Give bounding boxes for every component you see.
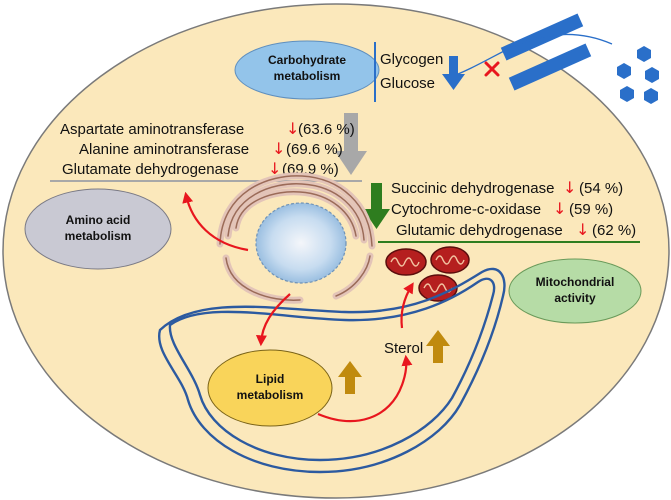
- gray-down-arrow-icon: [335, 113, 367, 175]
- sterol-label: Sterol: [384, 340, 423, 357]
- blocked-x-icon: [484, 61, 500, 77]
- sterol-to-mito-arrow: [400, 282, 414, 329]
- amino-enzyme-list: Aspartate aminotransferase ↓ (63.6 %) Al…: [60, 119, 355, 178]
- mito-enzyme-2-arrow: ↓: [553, 199, 566, 218]
- carbohydrate-node-label-1: Carbohydrate: [268, 53, 346, 67]
- mito-node-label-1: Mitochondrial: [536, 275, 615, 289]
- red-pathway-arrows: [182, 191, 414, 423]
- amino-enzyme-3-arrow: ↓: [268, 159, 281, 178]
- amino-node-label-1: Amino acid: [66, 213, 131, 227]
- amino-enzyme-1-name: Aspartate aminotransferase: [60, 121, 244, 138]
- mito-enzyme-list: Succinic dehydrogenase ↓ (54 %) Cytochro…: [391, 178, 636, 239]
- mito-enzyme-3-change: (62 %): [592, 222, 636, 239]
- mito-node-label-2: activity: [554, 291, 596, 305]
- mitochondria-icon: [385, 246, 470, 302]
- mitochondrial-node: [508, 258, 642, 324]
- lipid-node: [207, 349, 333, 427]
- mito-enzyme-1-name: Succinic dehydrogenase: [391, 180, 554, 197]
- amino-enzyme-2-arrow: ↓: [272, 139, 285, 158]
- amino-enzyme-2-change: (69.6 %): [286, 141, 343, 158]
- nucleus-icon: [255, 202, 347, 284]
- green-down-arrow-icon: [363, 183, 390, 229]
- glucose-label: Glucose: [380, 75, 435, 92]
- sterol-increase-arrow-icon: [426, 330, 450, 363]
- amino-enzyme-2-name: Alanine aminotransferase: [79, 141, 249, 158]
- golgi-apparatus-icon: [216, 172, 376, 304]
- mito-enzyme-2-change: (59 %): [569, 201, 613, 218]
- mito-enzyme-1-change: (54 %): [579, 180, 623, 197]
- amino-acid-node: [24, 188, 172, 270]
- carb-decrease-arrow-icon: [442, 56, 465, 90]
- nucleus-to-amino-arrow: [182, 191, 249, 252]
- amino-enzyme-1-change: (63.6 %): [298, 121, 355, 138]
- amino-node-label-2: metabolism: [65, 229, 132, 243]
- lipid-node-label-2: metabolism: [237, 388, 304, 402]
- glucose-uptake-arrow: [448, 33, 613, 78]
- glycogen-label: Glycogen: [380, 51, 443, 68]
- carbohydrate-node: [234, 40, 380, 100]
- lipid-increase-arrow-icon: [338, 361, 362, 394]
- carbohydrate-node-label-2: metabolism: [274, 69, 341, 83]
- glucose-molecules-icon: [617, 46, 659, 104]
- membrane-loops-icon: [157, 267, 506, 474]
- lipid-node-label-1: Lipid: [256, 372, 285, 386]
- mito-enzyme-3-name: Glutamic dehydrogenase: [396, 222, 563, 239]
- lipid-to-sterol-arrow: [317, 354, 413, 423]
- amino-enzyme-3-name: Glutamate dehydrogenase: [62, 161, 239, 178]
- mito-enzyme-2-name: Cytochrome-c-oxidase: [391, 201, 541, 218]
- mito-enzyme-1-arrow: ↓: [563, 178, 576, 197]
- amino-enzyme-1-arrow: ↓: [286, 119, 299, 138]
- nucleus-to-lipid-arrow: [255, 293, 291, 347]
- mito-enzyme-3-arrow: ↓: [576, 220, 589, 239]
